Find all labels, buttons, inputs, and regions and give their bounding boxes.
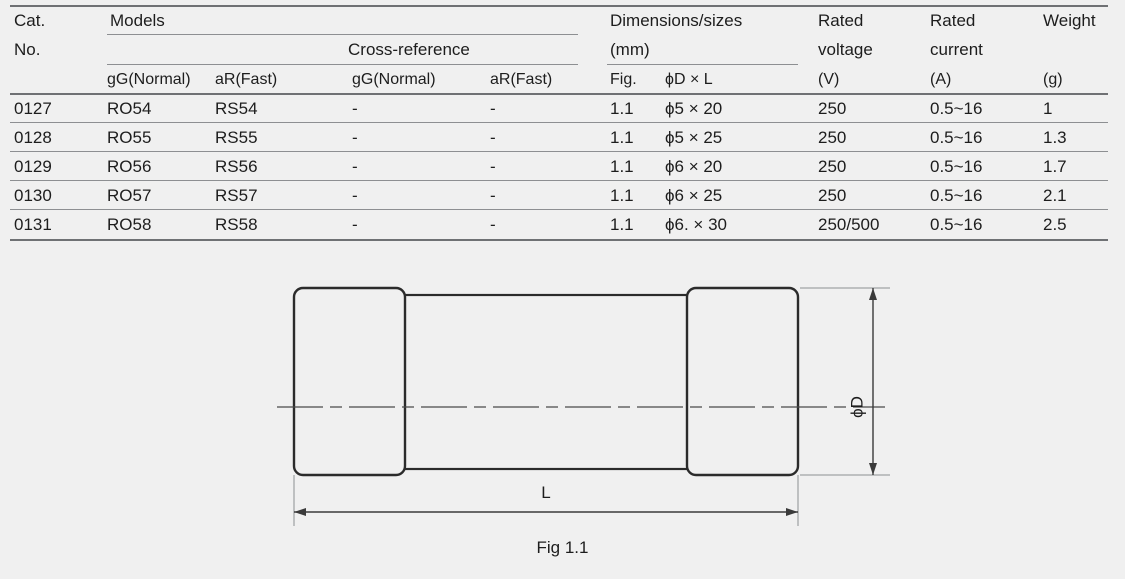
dimensions-group-rule [607, 64, 798, 65]
cell-voltage: 250 [818, 186, 847, 205]
header-models: Models [110, 11, 165, 30]
subheader-models-gg: gG(Normal) [107, 71, 191, 88]
cell-xref-ar: - [490, 186, 496, 205]
row-rule-1 [10, 122, 1108, 123]
cell-model-gg: RO55 [107, 128, 152, 147]
cell-model-ar: RS54 [215, 99, 258, 118]
cell-xref-gg: - [352, 99, 358, 118]
cell-current: 0.5~16 [930, 215, 983, 234]
row-rule-3 [10, 180, 1108, 181]
phid-arrowhead-top [869, 288, 877, 300]
fuse-end-cap-right [685, 286, 800, 477]
cell-xref-gg: - [352, 157, 358, 176]
cell-weight: 2.5 [1043, 215, 1067, 234]
row-rule-2 [10, 151, 1108, 152]
header-bottom-rule [10, 93, 1108, 95]
cell-current: 0.5~16 [930, 99, 983, 118]
cell-model-ar: RS58 [215, 215, 258, 234]
cell-xref-ar: - [490, 99, 496, 118]
cell-current: 0.5~16 [930, 186, 983, 205]
subheader-models-ar: aR(Fast) [215, 71, 278, 88]
fuse-dimension-drawing: ϕD L Fig 1.1 [0, 246, 1125, 579]
cell-xref-gg: - [352, 186, 358, 205]
cell-weight: 1.7 [1043, 157, 1067, 176]
cell-voltage: 250 [818, 128, 847, 147]
header-cat-no-line2: No. [14, 40, 41, 59]
cell-model-gg: RO54 [107, 99, 152, 118]
fuse-end-cap-left [292, 286, 407, 477]
cell-model-ar: RS55 [215, 128, 258, 147]
cell-fig: 1.1 [610, 128, 634, 147]
header-rated-voltage-line1: Rated [818, 11, 864, 30]
row-rule-4 [10, 209, 1108, 210]
table-top-rule [10, 5, 1108, 7]
header-dimensions-line2: (mm) [610, 40, 650, 59]
cell-weight: 2.1 [1043, 186, 1067, 205]
subheader-xref-ar: aR(Fast) [490, 71, 553, 88]
cell-xref-gg: - [352, 128, 358, 147]
cell-model-ar: RS56 [215, 157, 258, 176]
cell-cat-no: 0129 [14, 157, 52, 176]
cell-voltage: 250/500 [818, 215, 880, 234]
cell-weight: 1 [1043, 99, 1053, 118]
cell-fig: 1.1 [610, 186, 634, 205]
cell-voltage: 250 [818, 157, 847, 176]
cell-weight: 1.3 [1043, 128, 1067, 147]
cell-size: ϕ5 × 25 [665, 128, 723, 147]
cell-current: 0.5~16 [930, 157, 983, 176]
figure-caption: Fig 1.1 [536, 538, 589, 557]
cell-model-gg: RO58 [107, 215, 152, 234]
cell-cat-no: 0127 [14, 99, 52, 118]
cell-fig: 1.1 [610, 157, 634, 176]
cell-cat-no: 0131 [14, 215, 52, 234]
specification-table: Cat. No. Models Cross-reference Dimensio… [0, 0, 1125, 246]
subheader-voltage-unit: (V) [818, 71, 840, 88]
cell-model-gg: RO57 [107, 186, 152, 205]
cell-cat-no: 0130 [14, 186, 52, 205]
length-label: L [541, 483, 550, 502]
subheader-xref-gg: gG(Normal) [352, 71, 436, 88]
models-subheader-rule [107, 64, 578, 65]
length-arrowhead-left [294, 508, 306, 516]
cell-size: ϕ6. × 30 [665, 215, 727, 234]
header-rated-current-line2: current [930, 40, 983, 59]
cell-model-gg: RO56 [107, 157, 152, 176]
header-cat-no-line1: Cat. [14, 11, 46, 30]
cell-size: ϕ6 × 25 [665, 186, 723, 205]
phid-arrowhead-bottom [869, 463, 877, 475]
cell-xref-ar: - [490, 157, 496, 176]
subheader-weight-unit: (g) [1043, 71, 1063, 88]
models-group-rule [107, 34, 578, 35]
cell-current: 0.5~16 [930, 128, 983, 147]
cell-xref-gg: - [352, 215, 358, 234]
table-bottom-rule [10, 239, 1108, 241]
header-rated-voltage-line2: voltage [818, 40, 873, 59]
subheader-current-unit: (A) [930, 71, 952, 88]
subheader-size: ϕD × L [665, 71, 713, 88]
cell-voltage: 250 [818, 99, 847, 118]
cell-model-ar: RS57 [215, 186, 258, 205]
phid-label: ϕD [847, 396, 866, 418]
cell-xref-ar: - [490, 128, 496, 147]
cell-cat-no: 0128 [14, 128, 52, 147]
cell-size: ϕ6 × 20 [665, 157, 723, 176]
cell-xref-ar: - [490, 215, 496, 234]
subheader-fig: Fig. [610, 71, 637, 88]
header-weight: Weight [1043, 11, 1096, 30]
header-cross-reference: Cross-reference [348, 40, 470, 59]
header-rated-current-line1: Rated [930, 11, 976, 30]
cell-fig: 1.1 [610, 99, 634, 118]
fuse-body [401, 293, 695, 471]
cell-size: ϕ5 × 20 [665, 99, 723, 118]
fuse-drawing-svg: ϕD L [277, 286, 890, 526]
length-arrowhead-right [786, 508, 798, 516]
cell-fig: 1.1 [610, 215, 634, 234]
header-dimensions-line1: Dimensions/sizes [610, 11, 743, 30]
